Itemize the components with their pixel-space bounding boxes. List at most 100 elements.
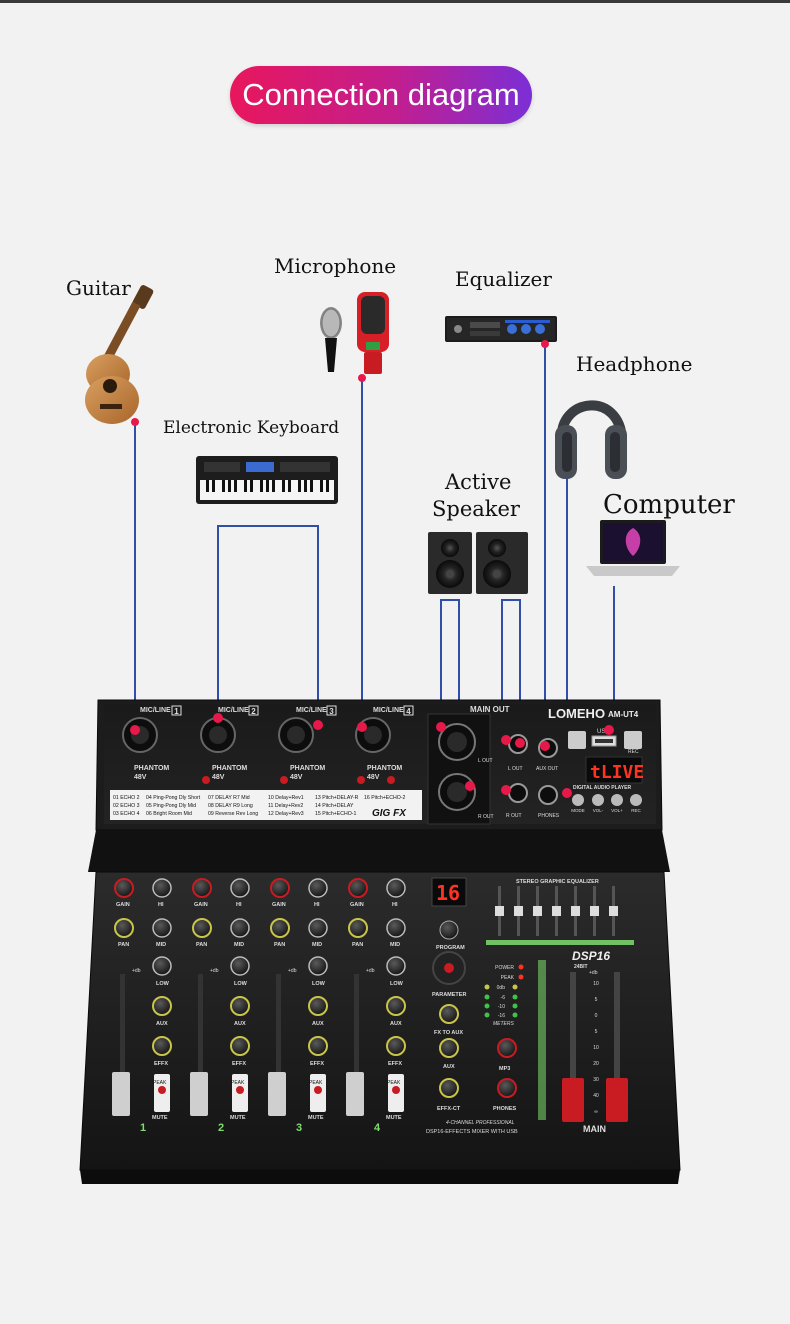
hi-knob[interactable] <box>230 878 250 898</box>
channel-strip-number: 1 <box>140 1122 146 1134</box>
phones-knob[interactable] <box>497 1078 517 1098</box>
equalizer-icon <box>445 316 557 342</box>
equalizer-label: Equalizer <box>455 267 552 291</box>
peak-label: PEAK <box>309 1080 323 1086</box>
fx-item: 06 Bright Room Mid <box>146 811 192 817</box>
meter-label: POWER <box>495 965 514 971</box>
low-knob[interactable] <box>230 956 250 976</box>
effx-knob[interactable] <box>230 1036 250 1056</box>
channel-fader[interactable] <box>190 1072 208 1116</box>
aux-knob[interactable] <box>386 996 406 1016</box>
knob-label: HI <box>158 902 164 908</box>
v48-label-3: 48V <box>290 774 303 781</box>
laptop-icon <box>586 520 680 576</box>
gain-knob[interactable] <box>192 878 212 898</box>
aux-knob[interactable] <box>308 996 328 1016</box>
eq-slider[interactable] <box>552 906 561 916</box>
fx-item: 03 ECHO 4 <box>113 811 140 817</box>
gain-knob[interactable] <box>114 878 134 898</box>
fx-item: 07 DELAY R7 Mid <box>208 795 250 801</box>
gain-knob[interactable] <box>348 878 368 898</box>
hi-knob[interactable] <box>152 878 172 898</box>
mp3-knob[interactable] <box>497 1038 517 1058</box>
usb-label: USB <box>597 729 609 735</box>
eq-slider[interactable] <box>590 906 599 916</box>
program-knob[interactable] <box>439 920 459 940</box>
footer-line-1: 4-CHANNEL PROFESSIONAL <box>446 1120 515 1126</box>
gain-knob[interactable] <box>270 878 290 898</box>
mid-knob[interactable] <box>230 918 250 938</box>
vol-plus-button[interactable] <box>611 794 623 806</box>
aux-knob[interactable] <box>230 996 250 1016</box>
computer-label: Computer <box>603 490 735 520</box>
eq-slider[interactable] <box>495 906 504 916</box>
hi-knob[interactable] <box>308 878 328 898</box>
effx-knob[interactable] <box>308 1036 328 1056</box>
knob-label: PAN <box>196 942 207 948</box>
mic-line-label-3: MIC/LINE <box>296 707 327 714</box>
fx-item: 05 Ping-Pong Dly Mid <box>146 803 196 809</box>
fader-scale-label: ∞ <box>594 1109 598 1115</box>
phones-knob-label: PHONES <box>493 1106 517 1112</box>
main-fader-left[interactable] <box>562 1078 584 1122</box>
mic-line-label-2: MIC/LINE <box>218 707 249 714</box>
eq-slider[interactable] <box>533 906 542 916</box>
db-label: +db <box>210 968 219 974</box>
knob-label: MID <box>312 942 322 948</box>
mid-knob[interactable] <box>152 918 172 938</box>
pan-knob[interactable] <box>270 918 290 938</box>
main-fader-right[interactable] <box>606 1078 628 1122</box>
program-label: PROGRAM <box>436 945 465 951</box>
eq-slider[interactable] <box>514 906 523 916</box>
fx-item: 09 Reverse Rev Long <box>208 811 258 817</box>
mic-line-label-1: MIC/LINE <box>140 707 171 714</box>
main-label: MAIN <box>583 1124 606 1134</box>
fx-item: 11 Delay+Rev2 <box>268 803 303 809</box>
knob-label: GAIN <box>116 902 130 908</box>
usb-player: USB REC tLIVE DIGITAL AUDIO PLAYER MODE … <box>568 729 644 813</box>
rec-button[interactable] <box>630 794 642 806</box>
aux-knob[interactable] <box>152 996 172 1016</box>
fx-section: 16 PROGRAM PARAMETER FX TO AUX AUX EFFX-… <box>431 877 467 1112</box>
pan-knob[interactable] <box>348 918 368 938</box>
player-label: DIGITAL AUDIO PLAYER <box>573 785 631 791</box>
channel-fader[interactable] <box>346 1072 364 1116</box>
mid-knob[interactable] <box>308 918 328 938</box>
pan-knob[interactable] <box>192 918 212 938</box>
vol-minus-button[interactable] <box>592 794 604 806</box>
fader-scale-label: 0 <box>595 1013 598 1019</box>
low-knob[interactable] <box>152 956 172 976</box>
knob-label: LOW <box>312 981 326 987</box>
knob-label: MID <box>234 942 244 948</box>
channel-fader[interactable] <box>268 1072 286 1116</box>
knob-label: GAIN <box>194 902 208 908</box>
meters-label: METERS <box>493 1021 515 1027</box>
low-knob[interactable] <box>386 956 406 976</box>
fx-item: 02 ECHO 3 <box>113 803 140 809</box>
fader-scale-label: 10 <box>593 981 599 987</box>
main-out-label: MAIN OUT <box>470 705 510 714</box>
channel-number-1: 1 <box>174 707 179 716</box>
mid-knob[interactable] <box>386 918 406 938</box>
knob-label: MID <box>156 942 166 948</box>
aux-master-knob[interactable] <box>439 1038 459 1058</box>
eq-slider[interactable] <box>571 906 580 916</box>
meter-label: 0db <box>497 985 506 991</box>
channel-fader[interactable] <box>112 1072 130 1116</box>
mode-button[interactable] <box>572 794 584 806</box>
effx-knob[interactable] <box>386 1036 406 1056</box>
hi-knob[interactable] <box>386 878 406 898</box>
parameter-label: PARAMETER <box>432 992 466 998</box>
speaker-label-1: Active <box>445 470 512 494</box>
player-display <box>585 756 643 784</box>
channel-number-4: 4 <box>406 707 411 716</box>
effx-knob[interactable] <box>152 1036 172 1056</box>
fx-item: 15 Pitch+ECHO-1 <box>315 811 356 817</box>
pan-knob[interactable] <box>114 918 134 938</box>
eq-slider[interactable] <box>609 906 618 916</box>
meter-label: PEAK <box>501 975 515 981</box>
fx-to-aux-knob[interactable] <box>439 1004 459 1024</box>
effx-ct-knob[interactable] <box>439 1078 459 1098</box>
low-knob[interactable] <box>308 956 328 976</box>
